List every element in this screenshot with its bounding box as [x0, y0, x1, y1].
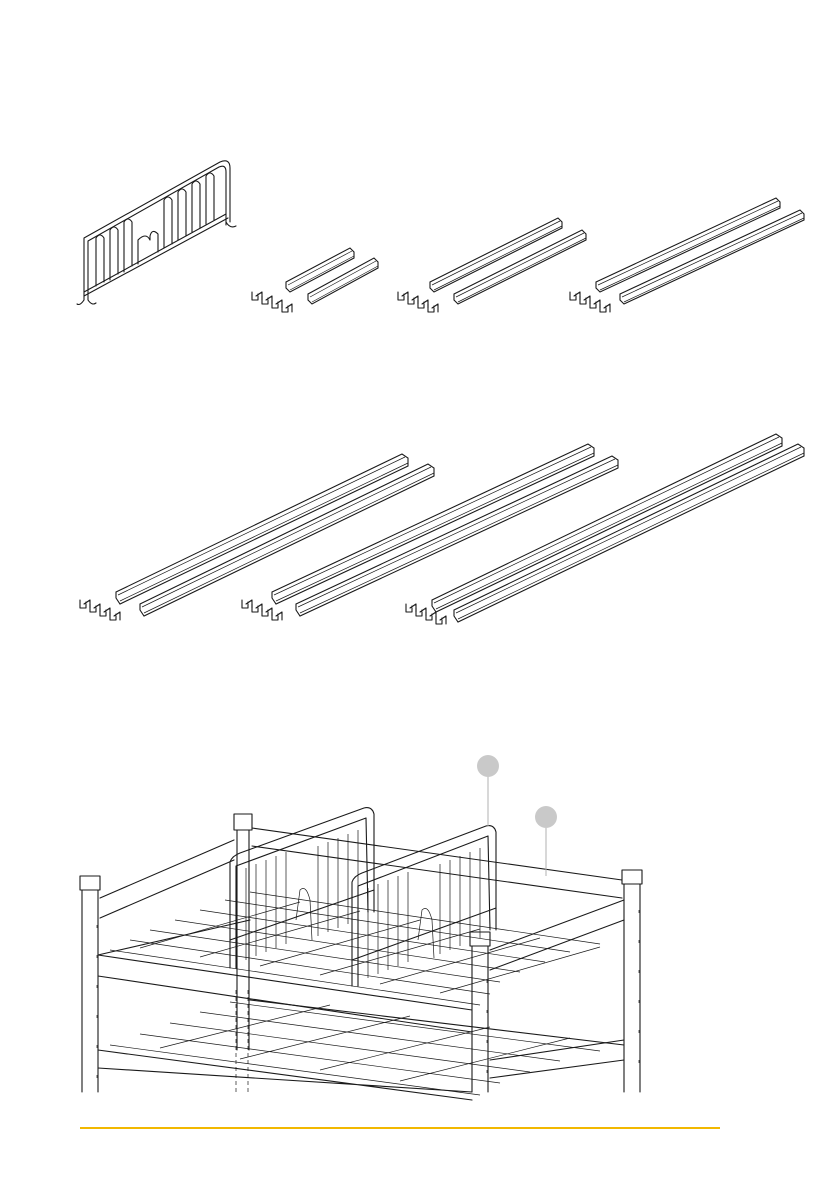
rail-pair-4 [80, 454, 434, 620]
rail-pair-1 [252, 248, 378, 312]
rail [454, 444, 804, 622]
front-right-post [470, 932, 490, 1092]
rail-pair-2 [398, 218, 586, 312]
wire-divider [77, 161, 236, 305]
clip-hooks [570, 292, 610, 312]
back-right-post [622, 870, 642, 1092]
rail [620, 210, 804, 304]
callout-1 [477, 755, 499, 826]
clip-hooks [398, 292, 438, 312]
clip-hooks [252, 292, 292, 312]
dividers-installed [230, 808, 496, 986]
clip-hooks [80, 600, 120, 620]
upper-wire-deck [110, 892, 600, 1005]
lower-wire-deck [110, 1002, 600, 1095]
rail [596, 198, 780, 292]
callout-2 [535, 806, 557, 876]
rail-pair-3 [570, 198, 804, 312]
front-left-post [80, 876, 100, 1092]
